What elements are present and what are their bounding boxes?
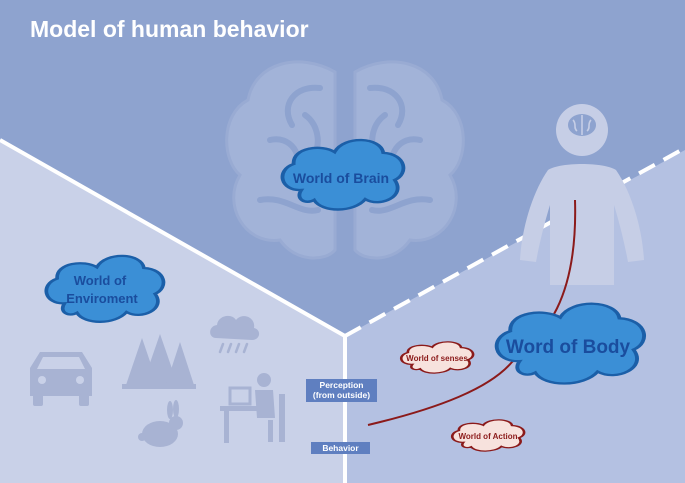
world-of-environment-cloud: World of Enviroment [46,256,163,322]
rabbit-icon [138,400,183,447]
behavior-label: Behavior [322,443,359,453]
perception-label: Perception [319,380,364,390]
small-brain-icon [568,114,596,136]
word-of-body-cloud: Word of Body [497,304,644,384]
world-of-senses-cloud: World of senses [401,342,473,373]
trees-icon [122,334,196,389]
world-of-environment-label-2: Enviroment [66,291,138,306]
person-icon [520,104,644,285]
world-of-action-label: World of Action [458,432,517,441]
car-icon [30,352,92,406]
world-of-senses-label: World of senses [406,354,468,363]
connector-line [367,199,577,426]
word-of-body-label: Word of Body [506,337,631,358]
rain-cloud-icon [210,315,260,354]
page-title: Model of human behavior [30,16,309,42]
world-of-environment-label-1: World of [74,273,127,288]
behavior-tag: Behavior [311,442,370,454]
region-divider-right [344,146,685,338]
world-of-brain-label: World of Brain [293,170,389,186]
person-at-computer-icon [220,373,285,443]
world-of-action-cloud: World of Action [452,420,524,451]
perception-tag: Perception (from outside) [306,379,377,402]
perception-sublabel: (from outside) [312,390,371,400]
brain-icon [225,60,465,260]
world-of-brain-cloud: World of Brain [282,140,403,209]
